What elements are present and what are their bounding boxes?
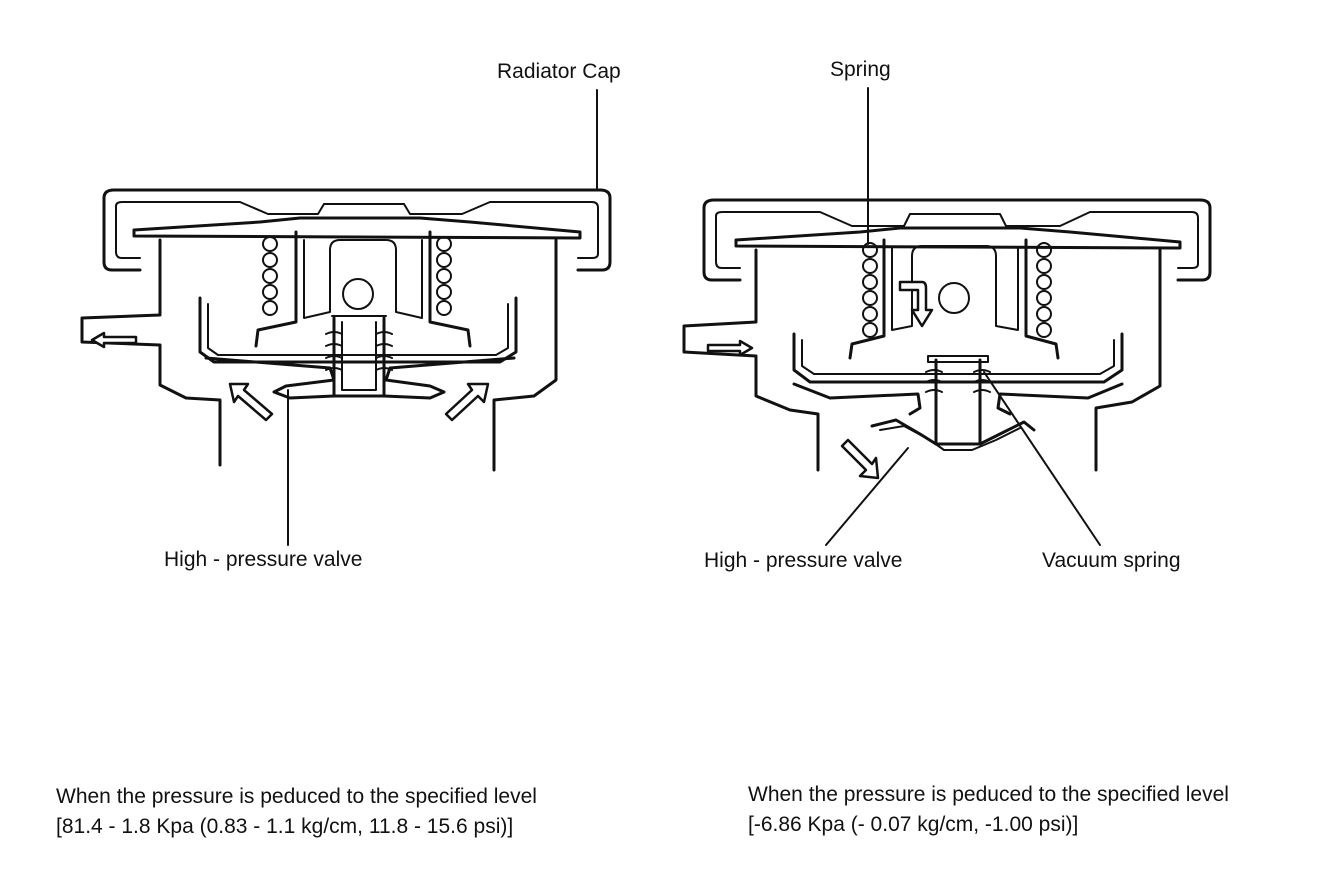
right-leader-vacuum-spring — [983, 371, 1101, 546]
left-inflow-arrow-right — [444, 382, 490, 422]
right-filler-neck — [682, 248, 820, 472]
label-spring: Spring — [830, 58, 891, 81]
left-inner-cup — [198, 296, 518, 364]
left-pressure-valve-plate — [204, 356, 336, 400]
right-diagram-springs — [862, 242, 1052, 338]
left-radiator-cap-assembly — [80, 89, 612, 546]
left-cap-shell — [102, 188, 612, 272]
left-caption-line1: When the pressure is peduced to the spec… — [56, 785, 537, 808]
right-radiator-cap-assembly — [682, 87, 1212, 546]
right-caption-line2: [-6.86 Kpa (- 0.07 kg/cm, -1.00 psi)] — [748, 813, 1079, 836]
left-outlet-arrow — [90, 331, 138, 349]
label-left-high-pressure-valve: High - pressure valve — [164, 548, 363, 571]
right-pressure-valve-plate — [792, 382, 922, 416]
left-filler-neck — [80, 238, 222, 467]
right-valve-ball — [938, 282, 970, 314]
left-caption-line2: [81.4 - 1.8 Kpa (0.83 - 1.1 kg/cm, 11.8 … — [56, 815, 514, 838]
right-inlet-arrow — [706, 339, 754, 357]
right-leader-valve — [825, 447, 909, 546]
label-vacuum-spring: Vacuum spring — [1042, 549, 1181, 572]
label-radiator-cap: Radiator Cap — [497, 60, 621, 83]
right-inner-cup — [792, 332, 1124, 384]
left-diagram-springs — [262, 236, 452, 316]
right-cap-shell — [702, 198, 1212, 282]
left-valve-ball — [342, 278, 374, 310]
label-right-high-pressure-valve: High - pressure valve — [704, 549, 903, 572]
right-internal-flow-arrow — [898, 280, 934, 328]
left-gasket-plate — [132, 216, 582, 240]
right-caption-line1: When the pressure is peduced to the spec… — [748, 783, 1229, 806]
right-outflow-arrow — [840, 438, 880, 480]
left-inflow-arrow-left — [228, 382, 274, 422]
